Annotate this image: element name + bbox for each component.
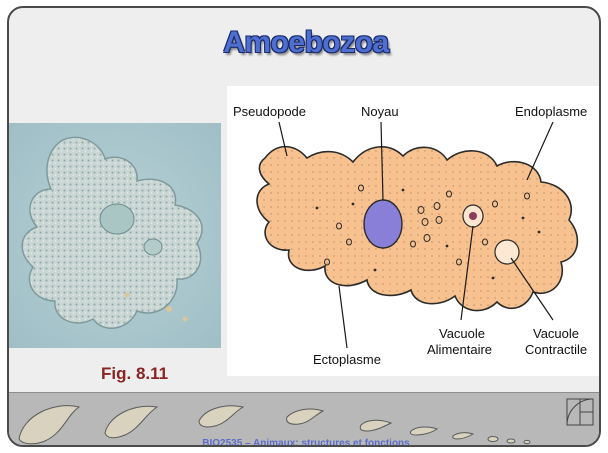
contractile-vacuole	[495, 240, 519, 264]
paramecium-icon	[287, 409, 323, 424]
label-vacuole-contractile-line2: Contractile	[525, 342, 587, 357]
label-vacuole-alimentaire-line2: Alimentaire	[427, 342, 492, 357]
nucleus	[364, 200, 402, 248]
amoeba-diagram: Pseudopode Noyau Endoplasme Ectoplasme V…	[227, 86, 601, 376]
nucleus-photo	[100, 204, 134, 234]
label-pseudopode: Pseudopode	[233, 104, 306, 119]
paramecium-icon	[410, 427, 437, 435]
label-noyau: Noyau	[361, 104, 399, 119]
paramecium-icon	[105, 406, 157, 438]
label-endoplasme: Endoplasme	[515, 104, 587, 119]
slide-title: Amoebozoa	[9, 26, 601, 60]
paramecium-icon	[199, 406, 243, 427]
label-ectoplasme: Ectoplasme	[313, 352, 381, 367]
golden-spiral-icon	[567, 399, 593, 425]
label-vacuole-contractile-line1: Vacuole	[533, 326, 579, 341]
amoeba-micrograph	[9, 123, 221, 348]
paramecium-icon	[360, 420, 391, 431]
slide-frame: Amoebozoa Fig. 8.11	[7, 6, 601, 447]
label-vacuole-alimentaire-line1: Vacuole	[439, 326, 485, 341]
figure-caption: Fig. 8.11	[101, 364, 168, 384]
footer-course-title: BIO2535 – Animaux: structures et fonctio…	[9, 438, 601, 447]
